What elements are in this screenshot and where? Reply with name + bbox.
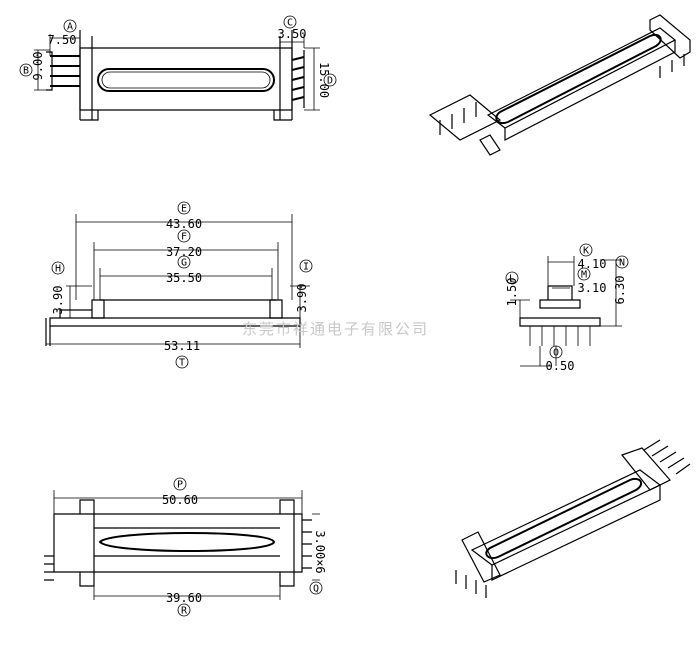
top-view: A 7.50 B 9.00 C 3.50 D 15.00 [19,15,337,121]
svg-text:G: G [181,258,187,269]
dim-Q-value: 3.00×6 [313,530,327,573]
svg-text:P: P [177,480,183,491]
svg-text:N: N [619,258,625,269]
label-I: I [299,259,313,273]
label-Q: Q [309,581,323,595]
end-view: K 4.10 M 3.10 N 6.30 L 1.50 O 0.50 [505,243,629,373]
top-left-pins [46,51,80,91]
label-K: K [579,243,593,257]
dim-E-value: 43.60 [166,217,202,231]
watermark: 东莞市祥通电子有限公司 [242,320,429,338]
svg-text:A: A [67,22,73,33]
top-right-pins [291,50,305,108]
label-B: B [19,63,33,77]
dim-N-value: 6.30 [613,276,627,305]
label-C: C [283,15,297,29]
dim-A-value: 7.50 [48,33,77,47]
dim-M-value: 3.10 [578,281,607,295]
label-T: T [175,355,189,369]
dim-R-value: 39.60 [166,591,202,605]
dim-K-value: 4.10 [578,257,607,271]
svg-text:L: L [509,274,515,285]
label-D: D [323,73,337,87]
label-N: N [615,255,629,269]
label-G: G [177,255,191,269]
svg-text:D: D [327,76,333,87]
label-L: L [505,271,519,285]
svg-text:B: B [23,66,29,77]
label-E: E [177,201,191,215]
dim-H-value: 3.90 [51,286,65,315]
label-R: R [177,603,191,617]
isometric-top-right [428,14,691,156]
svg-text:E: E [181,204,187,215]
isometric-bottom-right [455,439,691,598]
svg-text:H: H [55,264,61,275]
label-O: O [549,345,563,359]
label-M: M [577,267,591,281]
svg-text:R: R [181,606,188,617]
svg-text:F: F [181,232,187,243]
dim-T-value: 53.11 [164,339,200,353]
label-H: H [51,261,65,275]
svg-text:O: O [553,348,559,359]
dim-G-value: 35.50 [166,271,202,285]
dim-L-value: 1.50 [505,278,519,307]
dim-O-value: 0.50 [546,359,575,373]
svg-text:K: K [583,246,589,257]
dim-C-value: 3.50 [278,27,307,41]
dim-D-value: 15.00 [317,62,331,98]
svg-text:M: M [581,270,587,281]
svg-text:Q: Q [313,584,319,595]
dim-I-value: 3.90 [295,284,309,313]
label-P: P [173,477,187,491]
svg-text:C: C [287,18,293,29]
label-A: A [63,19,77,33]
svg-text:I: I [303,262,309,273]
label-F: F [177,229,191,243]
bottom-view: P 50.60 R 39.60 Q 3.00×6 [44,477,327,617]
svg-text:T: T [179,358,185,369]
side-view: E 43.60 F 37.20 G 35.50 H 3.90 I 3.90 [45,201,313,369]
dim-B-value: 9.00 [31,52,45,81]
dim-F-value: 37.20 [166,245,202,259]
dim-P-value: 50.60 [162,493,198,507]
